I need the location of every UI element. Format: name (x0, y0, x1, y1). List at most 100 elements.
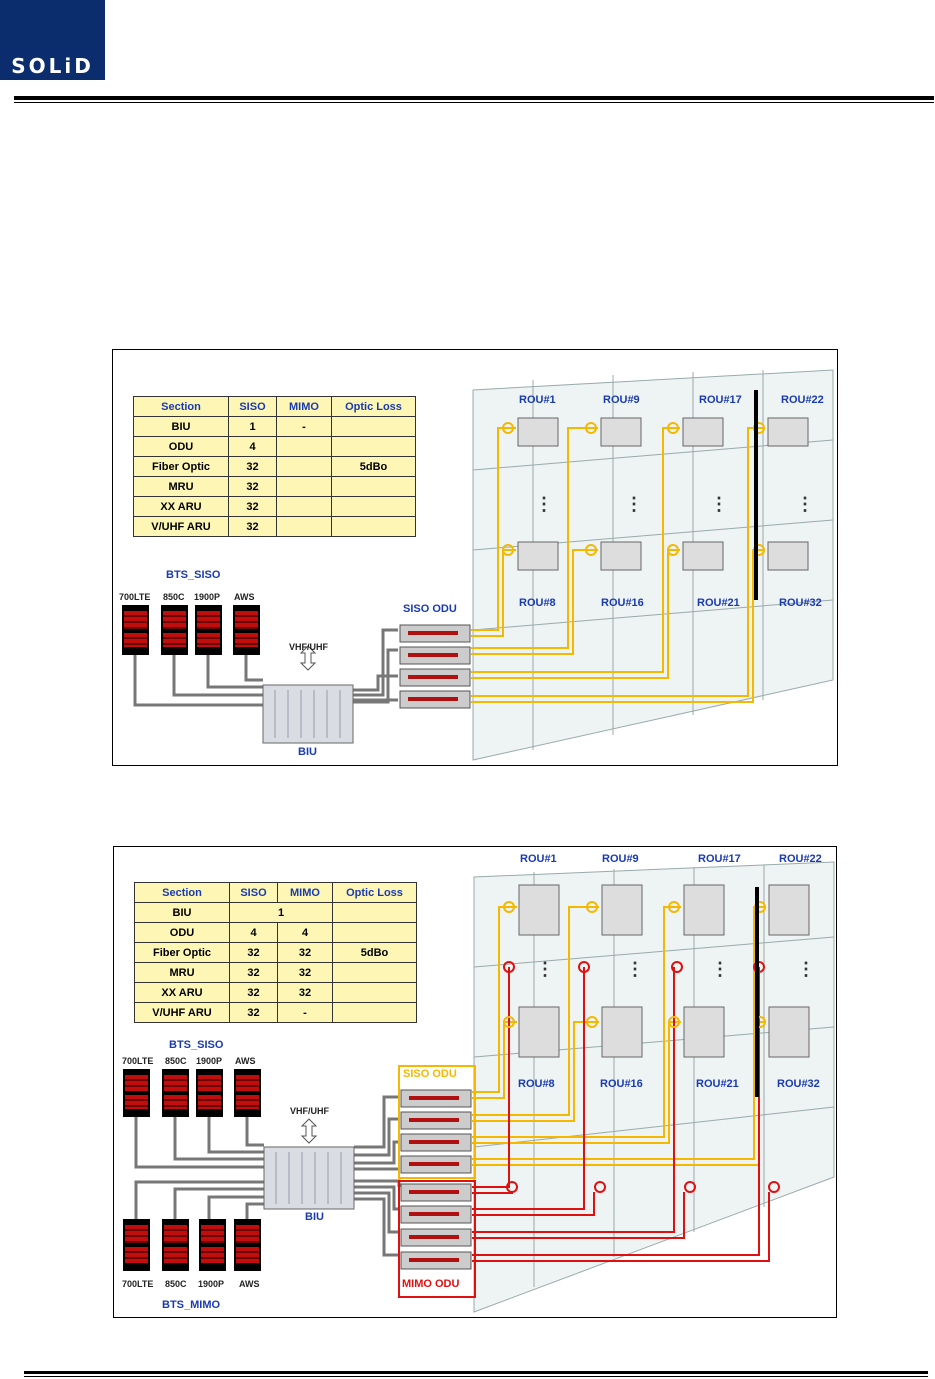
bts-rack (199, 1219, 226, 1271)
bts-rack (196, 1069, 223, 1117)
header-rule (14, 96, 934, 100)
biu-label: BIU (305, 1211, 324, 1223)
bts-feeds (133, 628, 398, 707)
rou-label: ROU#21 (696, 1078, 739, 1090)
svg-text:⋮: ⋮ (626, 959, 644, 979)
mimo-odu-label: MIMO ODU (402, 1278, 460, 1290)
rou-units (517, 417, 809, 571)
rou-label: ROU#17 (698, 853, 741, 865)
biu-chassis (263, 1146, 355, 1210)
rou-label: ROU#16 (601, 597, 644, 609)
bts-rack (234, 1069, 261, 1117)
bts-rack (123, 1219, 150, 1271)
col-mimo: MIMO (276, 396, 332, 417)
band-label: AWS (234, 592, 255, 602)
bts-rack (234, 1219, 261, 1271)
band-label: AWS (239, 1279, 260, 1289)
bts-siso-label: BTS_SISO (166, 569, 221, 581)
bts-rack (233, 605, 260, 655)
header-rule-thin (14, 102, 934, 103)
biu-label: BIU (298, 746, 317, 758)
odu-units (399, 624, 471, 709)
building-outline (473, 861, 835, 1313)
rou-label: ROU#8 (518, 1078, 555, 1090)
svg-text:⋮: ⋮ (625, 494, 643, 514)
band-label: 850C (165, 1279, 187, 1289)
bts-rack (123, 1069, 150, 1117)
bts-mimo-label: BTS_MIMO (162, 1299, 221, 1311)
bts-rack (162, 1219, 189, 1271)
rou-label: ROU#21 (697, 597, 740, 609)
band-label: AWS (235, 1056, 256, 1066)
siso-odu-group (398, 1065, 476, 1179)
rou-label: ROU#16 (600, 1078, 643, 1090)
col-optic-loss: Optic Loss (331, 396, 416, 417)
siso-odu-label: SISO ODU (403, 603, 457, 615)
rou-label: ROU#1 (519, 394, 556, 406)
biu-chassis (262, 684, 354, 744)
band-label: 1900P (194, 592, 221, 602)
svg-text:⋮: ⋮ (710, 494, 728, 514)
svg-text:⋮: ⋮ (536, 959, 554, 979)
col-siso: SISO (229, 882, 278, 903)
rou-label: ROU#9 (602, 853, 639, 865)
bts-rack (161, 605, 188, 655)
band-label: 850C (163, 592, 185, 602)
col-optic-loss: Optic Loss (332, 882, 417, 903)
col-section: Section (134, 882, 230, 903)
siso-odu-label: SISO ODU (403, 1068, 457, 1080)
rou-label: ROU#32 (779, 597, 822, 609)
band-label: 1900P (198, 1279, 225, 1289)
bts-feeds (134, 1095, 401, 1257)
vhf-uhf-label: VHF/UHF (290, 1106, 329, 1116)
rou-label: ROU#17 (699, 394, 742, 406)
rou-label: ROU#32 (777, 1078, 820, 1090)
svg-text:⋮: ⋮ (796, 494, 814, 514)
bts-rack (162, 1069, 189, 1117)
band-label: 1900P (196, 1056, 223, 1066)
mimo-odu-group (398, 1180, 476, 1298)
rou-label: ROU#8 (519, 597, 556, 609)
col-siso: SISO (228, 396, 277, 417)
rou-label: ROU#1 (520, 853, 557, 865)
mimo-wiring: ⋮ ⋮ ⋮ ⋮ (134, 861, 835, 1313)
footer-rule (24, 1371, 928, 1374)
band-label: 700LTE (119, 592, 151, 602)
band-label: 850C (165, 1056, 187, 1066)
vhf-uhf-label: VHF/UHF (289, 642, 328, 652)
logo-text: SOLiD (11, 54, 94, 78)
band-label: 700LTE (122, 1279, 154, 1289)
svg-text:⋮: ⋮ (711, 959, 729, 979)
bts-rack (122, 605, 149, 655)
svg-text:⋮: ⋮ (797, 959, 815, 979)
rou-label: ROU#22 (781, 394, 824, 406)
footer-rule-thin (24, 1376, 928, 1377)
solid-logo: SOLiD (0, 0, 105, 80)
band-label: 700LTE (122, 1056, 154, 1066)
rou-label: ROU#9 (603, 394, 640, 406)
bts-siso-label: BTS_SISO (169, 1039, 224, 1051)
col-mimo: MIMO (277, 882, 333, 903)
bts-rack (195, 605, 222, 655)
col-section: Section (133, 396, 229, 417)
svg-text:⋮: ⋮ (535, 494, 553, 514)
siso-wiring: ⋮ ⋮ ⋮ ⋮ (133, 369, 834, 761)
rou-units (518, 884, 810, 1058)
rou-label: ROU#22 (779, 853, 822, 865)
